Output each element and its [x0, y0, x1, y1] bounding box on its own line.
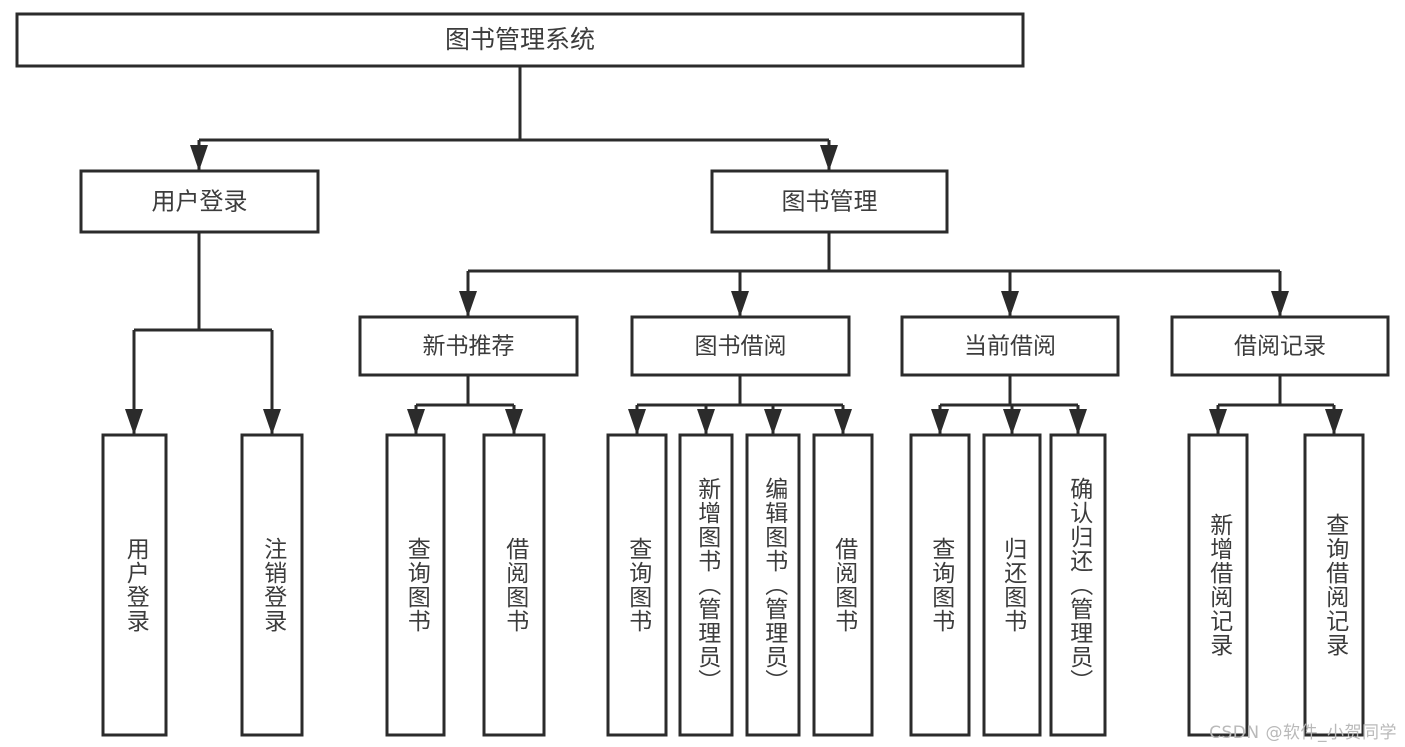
node-box-leaf-borrow-book-1[interactable] [482, 433, 546, 737]
node-box-leaf-borrow-book-2[interactable] [812, 433, 874, 737]
node-label-root: 图书管理系统 [445, 25, 595, 54]
node-box-leaf-query-book-3[interactable] [909, 433, 971, 737]
arrow-head-icon [764, 409, 782, 435]
node-box-leaf-return-book[interactable] [982, 433, 1042, 737]
node-box-leaf-add-book[interactable] [678, 433, 734, 737]
arrow-head-icon [125, 409, 143, 435]
node-box-leaf-add-record[interactable] [1187, 433, 1249, 737]
node-label-borrow-record: 借阅记录 [1234, 334, 1326, 360]
node-box-book-manage[interactable] [710, 169, 949, 234]
arrow-head-icon [1209, 409, 1227, 435]
node-box-root[interactable] [15, 12, 1025, 68]
arrow-head-icon [697, 409, 715, 435]
node-label-new-book-rec: 新书推荐 [423, 334, 515, 360]
node-box-leaf-query-book-2[interactable] [606, 433, 668, 737]
arrow-head-icon [190, 145, 208, 171]
arrow-head-icon [1003, 409, 1021, 435]
arrow-head-icon [505, 409, 523, 435]
box-layer [15, 12, 1390, 737]
node-label-current-borrow: 当前借阅 [964, 334, 1056, 360]
arrow-head-icon [628, 409, 646, 435]
arrow-head-icon [820, 145, 838, 171]
arrow-head-icon [1271, 291, 1289, 317]
connector-layer [125, 66, 1343, 435]
node-label-book-manage: 图书管理 [782, 188, 878, 216]
arrow-head-icon [1325, 409, 1343, 435]
arrow-head-icon [407, 409, 425, 435]
node-box-user-login[interactable] [79, 169, 320, 234]
node-box-current-borrow[interactable] [900, 315, 1120, 377]
node-box-borrow-record[interactable] [1170, 315, 1390, 377]
watermark: CSDN @软件_小贺同学 [1209, 723, 1397, 743]
arrow-head-icon [263, 409, 281, 435]
arrow-head-icon [931, 409, 949, 435]
node-label-user-login: 用户登录 [152, 188, 248, 216]
node-label-book-borrow: 图书借阅 [695, 334, 787, 360]
node-box-leaf-query-book-1[interactable] [385, 433, 446, 737]
arrow-head-icon [834, 409, 852, 435]
node-box-book-borrow[interactable] [630, 315, 851, 377]
node-box-leaf-confirm-return[interactable] [1049, 433, 1107, 737]
arrow-head-icon [1069, 409, 1087, 435]
arrow-head-icon [459, 291, 477, 317]
arrow-head-icon [731, 291, 749, 317]
node-box-leaf-user-login[interactable] [101, 433, 168, 737]
node-box-leaf-edit-book[interactable] [745, 433, 801, 737]
node-box-new-book-rec[interactable] [358, 315, 579, 377]
node-box-leaf-query-record[interactable] [1303, 433, 1365, 737]
node-box-leaf-logout[interactable] [240, 433, 304, 737]
arrow-head-icon [1001, 291, 1019, 317]
